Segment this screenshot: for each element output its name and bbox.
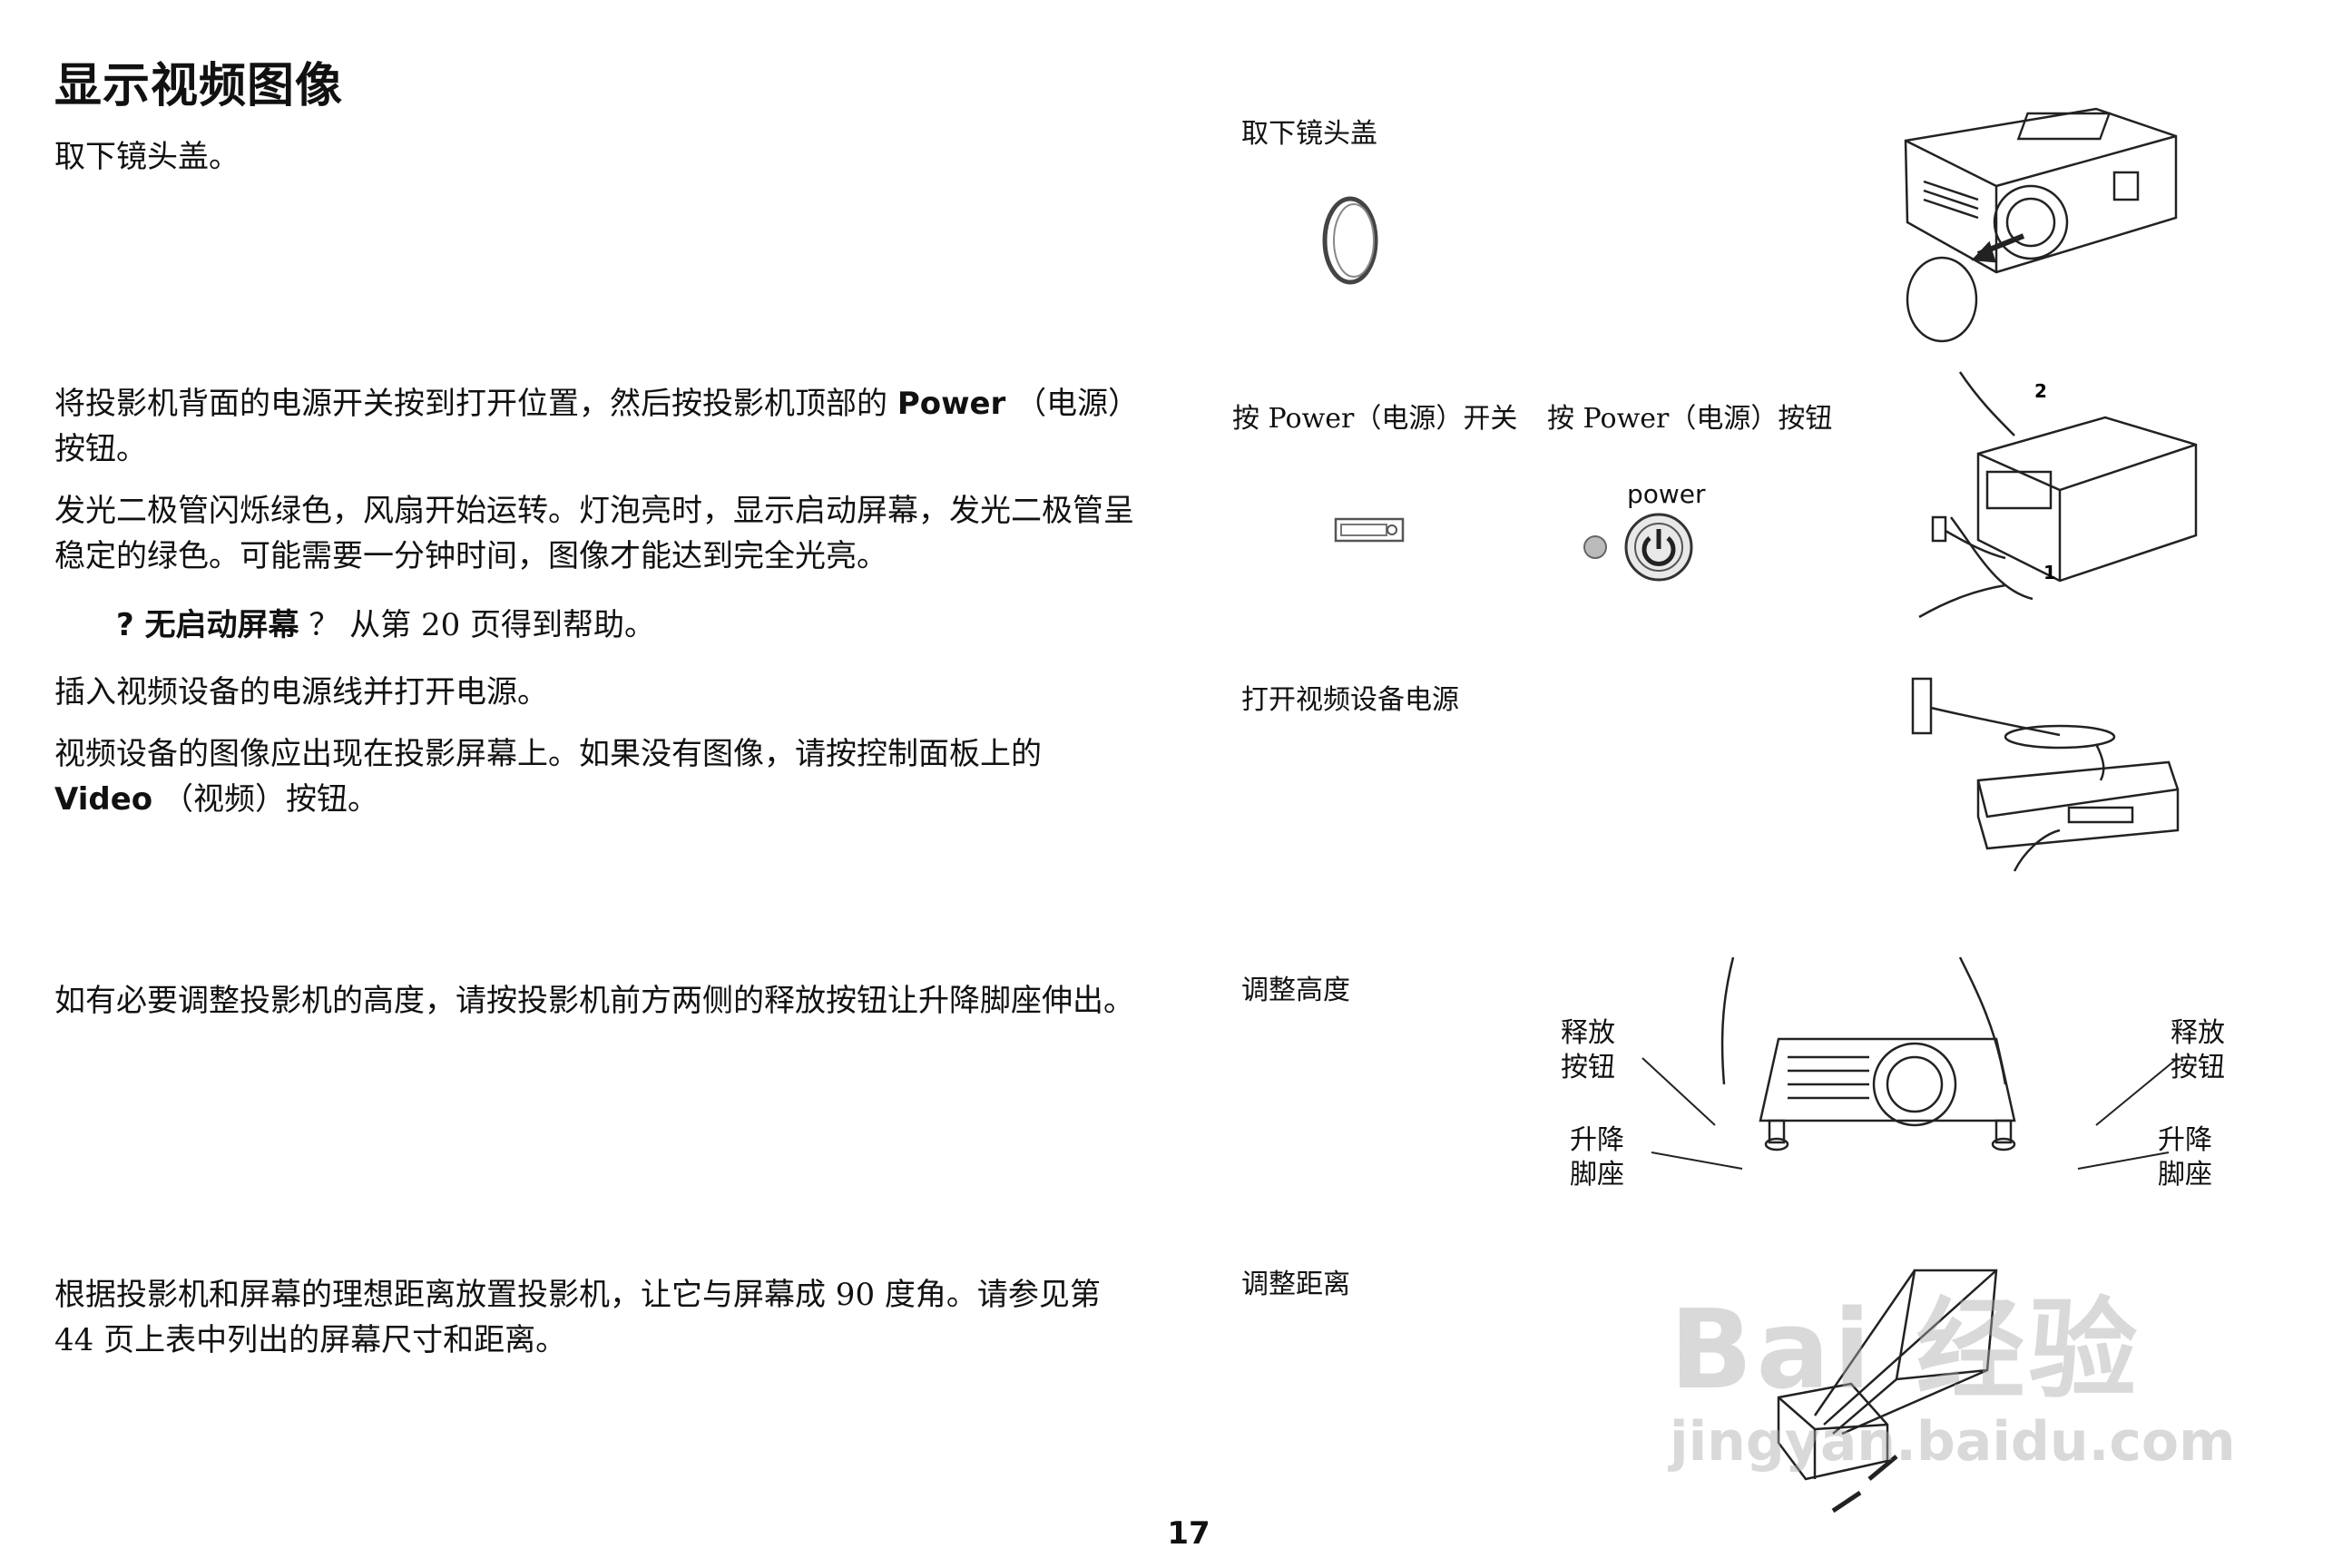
power-button-icon xyxy=(1583,513,1693,582)
watermark-line2: jingyan.baidu.com xyxy=(1670,1410,2236,1474)
distance-adjust-illustration xyxy=(1777,1269,1998,1514)
foot-right-label: 升降 脚座 xyxy=(2158,1124,2212,1191)
video-note-tail: （视频）按钮。 xyxy=(162,781,378,818)
label-leader-lines xyxy=(1642,1057,2179,1170)
step-plug-video-device: 插入视频设备的电源线并打开电源。 xyxy=(54,674,548,710)
release-button-right-label: 释放 按钮 xyxy=(2171,1017,2225,1083)
video-image-note: 视频设备的图像应出现在投影屏幕上。如果没有图像，请按控制面板上的 Video （… xyxy=(54,731,1143,822)
caption-remove-lens-cap: 取下镜头盖 xyxy=(1241,118,1377,150)
projector-lens-cap-illustration xyxy=(1904,107,2178,343)
caption-video-device-on: 打开视频设备电源 xyxy=(1241,684,1459,716)
watermark-line1: Bai 经验 xyxy=(1670,1288,2141,1414)
step-power-on: 将投影机背面的电源开关按到打开位置，然后按投影机顶部的 Power （电源）按钮… xyxy=(54,381,1143,472)
step-remove-lens-cap: 取下镜头盖。 xyxy=(54,139,240,175)
caption-adjust-distance: 调整距离 xyxy=(1241,1269,1350,1300)
power-label: power xyxy=(1627,479,1706,509)
page-number: 17 xyxy=(1167,1515,1210,1552)
step-adjust-height: 如有必要调整投影机的高度，请按投影机前方两侧的释放按钮让升降脚座伸出。 xyxy=(54,983,1134,1019)
caption-power-button: 按 Power（电源）按钮 xyxy=(1547,403,1833,435)
tip-text: ？ 从第 20 页得到帮助。 xyxy=(309,607,656,643)
baidu-watermark: Bai 经验 jingyan.baidu.com xyxy=(1670,1261,2236,1474)
release-button-left-label: 释放 按钮 xyxy=(1561,1017,1615,1083)
foot-left-label: 升降 脚座 xyxy=(1570,1124,1624,1191)
led-description: 发光二极管闪烁绿色，风扇开始运转。灯泡亮时，显示启动屏幕，发光二极管呈稳定的绿色… xyxy=(54,493,1134,574)
projector-power-illustration: 2 1 xyxy=(1918,371,2198,619)
step-1-label: 1 xyxy=(2043,562,2056,583)
step-adjust-distance: 根据投影机和屏幕的理想距离放置投影机，让它与屏幕成 90 度角。请参见第 44 … xyxy=(54,1277,1101,1358)
height-adjust-illustration xyxy=(1720,956,2016,1152)
caption-adjust-height: 调整高度 xyxy=(1241,975,1350,1006)
tip-heading: ? 无启动屏幕 xyxy=(116,607,299,643)
step-2-label: 2 xyxy=(2034,380,2047,402)
power-keyword: Power xyxy=(897,386,1006,422)
step-power-on-text: 将投影机背面的电源开关按到打开位置，然后按投影机顶部的 xyxy=(54,386,887,422)
video-note-text: 视频设备的图像应出现在投影屏幕上。如果没有图像，请按控制面板上的 xyxy=(54,736,1042,772)
caption-power-switch: 按 Power（电源）开关 xyxy=(1232,403,1518,435)
no-startup-screen-tip: ? 无启动屏幕 ？ 从第 20 页得到帮助。 xyxy=(116,603,1114,648)
vcr-illustration xyxy=(1911,677,2180,872)
power-switch-icon xyxy=(1334,517,1405,543)
lens-cap-icon xyxy=(1322,196,1378,285)
video-keyword: Video xyxy=(54,781,153,818)
page-title: 显示视频图像 xyxy=(54,59,344,113)
step-power-on-tail: （电源）按钮。 xyxy=(54,386,1140,467)
